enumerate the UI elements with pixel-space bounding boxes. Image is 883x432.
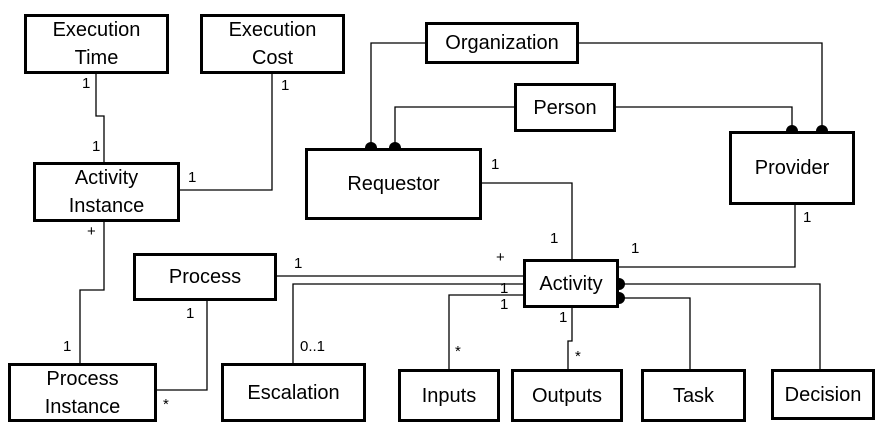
multiplicity-label: *	[575, 348, 581, 365]
entity-execution-time: Execution Time	[24, 14, 169, 74]
entity-task: Task	[641, 369, 746, 422]
line-requestor-activity	[482, 182, 573, 259]
multiplicity-label: 1	[631, 240, 640, 257]
line-activityinstance-processinstance	[79, 221, 105, 364]
multiplicity-label: *	[455, 343, 461, 360]
entity-person: Person	[514, 83, 616, 132]
multiplicity-label: 1	[803, 209, 812, 226]
multiplicity-label: 1	[491, 156, 500, 173]
entity-requestor: Requestor	[305, 148, 482, 220]
entity-label: Task	[672, 384, 715, 407]
multiplicity-label: +	[87, 223, 96, 240]
multiplicity-label: 1	[294, 255, 303, 272]
entity-provider: Provider	[729, 131, 855, 205]
multiplicity-label: 1	[500, 296, 509, 313]
entity-label: Inputs	[421, 384, 477, 407]
entity-label: Provider	[754, 157, 830, 179]
entity-label: Outputs	[531, 384, 603, 407]
entity-organization: Organization	[425, 22, 579, 64]
multiplicity-label: 1	[63, 338, 72, 355]
multiplicity-label: 1	[500, 280, 509, 297]
line-escalation-activity	[292, 283, 525, 364]
line-organization-requestor	[370, 42, 427, 148]
line-exectime-activityinstance	[95, 73, 105, 163]
entity-activity: Activity	[523, 259, 619, 308]
line-task-activity	[619, 297, 691, 369]
entity-execution-cost: Execution Cost	[200, 14, 345, 74]
line-inputs-activity	[448, 294, 525, 369]
line-decision-activity	[619, 283, 821, 369]
multiplicity-label: 1	[186, 305, 195, 322]
multiplicity-label: 1	[188, 169, 197, 186]
entity-escalation: Escalation	[221, 363, 366, 422]
line-provider-activity	[619, 205, 796, 268]
entity-process: Process	[133, 253, 277, 301]
multiplicity-label: 1	[559, 309, 568, 326]
line-process-processinstance	[157, 301, 208, 391]
line-organization-provider	[577, 42, 823, 131]
entity-label: Activity Instance	[68, 167, 145, 217]
multiplicity-label: 0..1	[300, 338, 326, 355]
entity-activity-instance: Activity Instance	[33, 162, 180, 222]
line-execcost-activityinstance	[180, 72, 273, 191]
line-person-requestor	[394, 106, 516, 148]
entity-label: Execution Cost	[228, 19, 317, 69]
entity-label: Escalation	[247, 381, 340, 404]
entity-outputs: Outputs	[511, 369, 623, 422]
entity-label: Process Instance	[44, 367, 121, 418]
entity-label: Organization	[445, 32, 559, 54]
entity-label: Requestor	[347, 173, 440, 195]
entity-label: Process	[168, 266, 242, 288]
entity-label: Decision	[784, 383, 862, 406]
entity-process-instance: Process Instance	[8, 363, 157, 422]
multiplicity-label: *	[163, 396, 169, 413]
line-outputs-activity	[567, 308, 573, 369]
line-person-provider	[614, 106, 793, 131]
entity-label: Execution Time	[52, 19, 141, 69]
entity-inputs: Inputs	[398, 369, 500, 422]
entity-label: Activity	[539, 272, 603, 295]
entity-decision: Decision	[771, 369, 875, 420]
multiplicity-label: 1	[281, 77, 290, 94]
multiplicity-label: 1	[82, 75, 91, 92]
multiplicity-label: 1	[92, 138, 101, 155]
entity-label: Person	[533, 96, 597, 119]
multiplicity-label: +	[496, 249, 505, 266]
multiplicity-label: 1	[550, 230, 559, 247]
